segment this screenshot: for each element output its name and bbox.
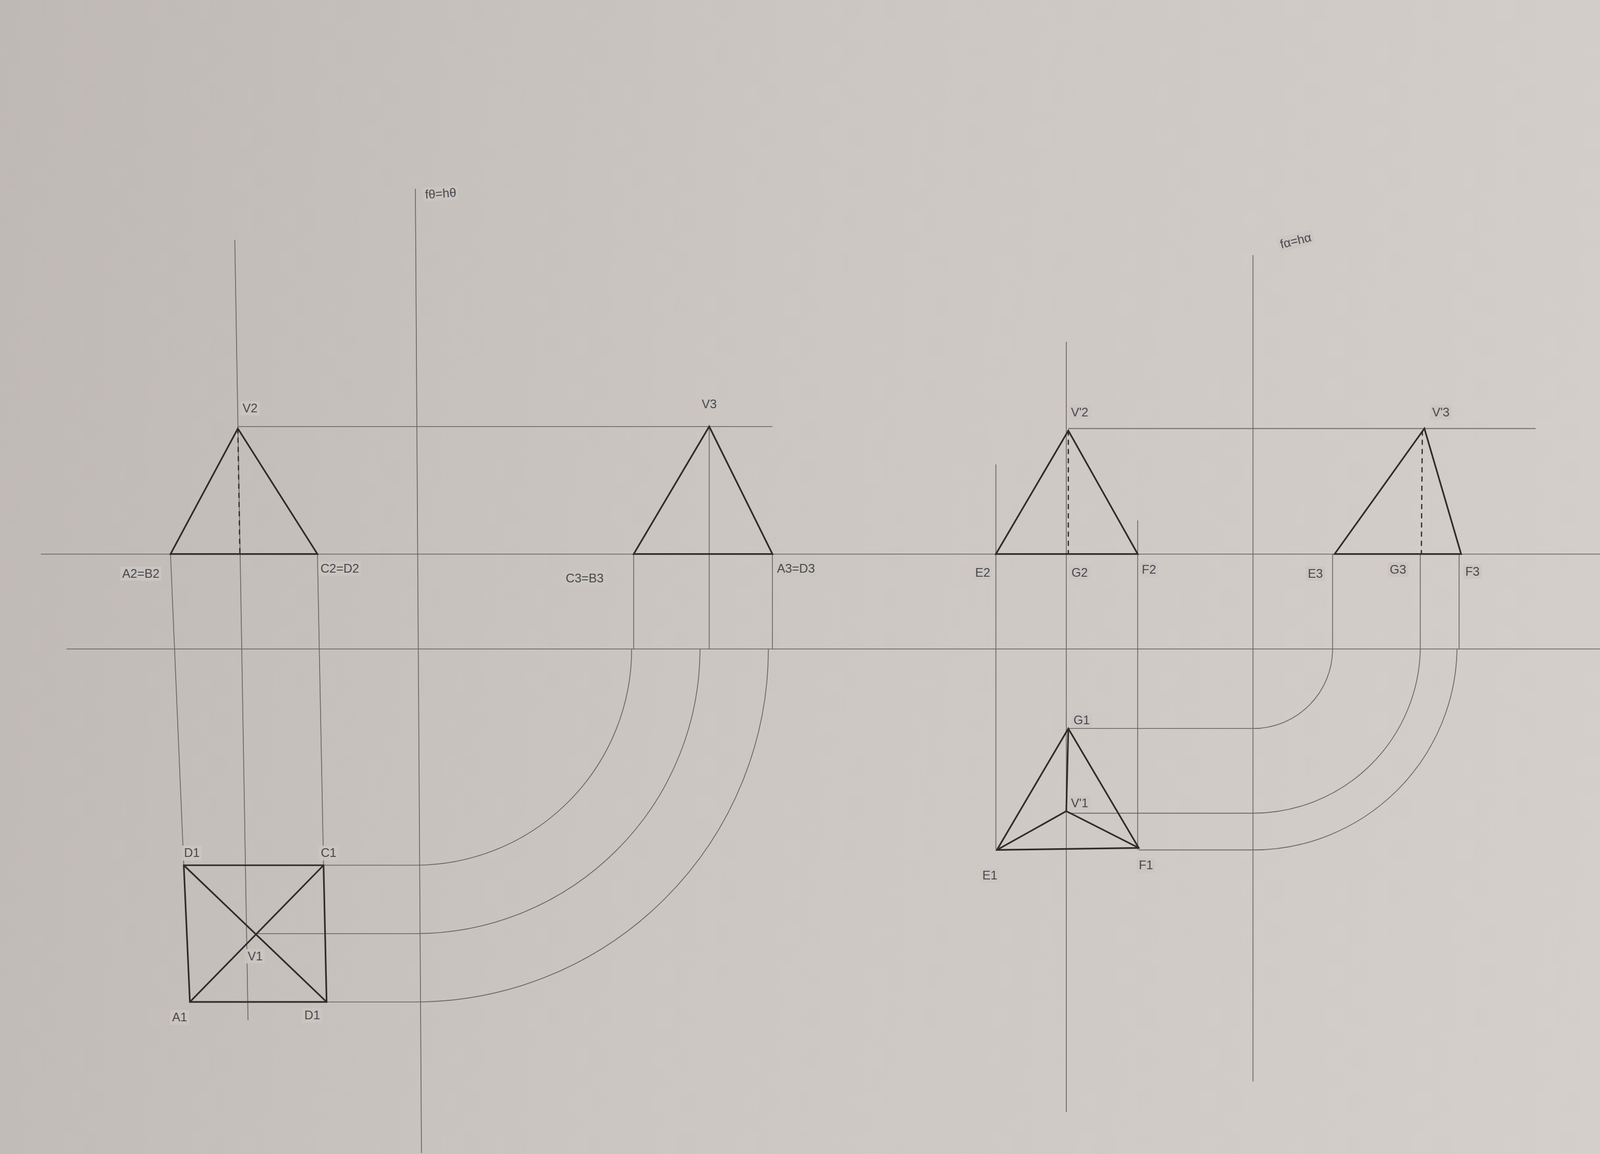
point-label: fα=hα xyxy=(1276,229,1316,252)
object-lines xyxy=(170,426,1462,1003)
point-label: A1 xyxy=(170,1009,189,1025)
point-label: A3=D3 xyxy=(774,561,817,576)
point-label: fθ=hθ xyxy=(422,185,459,203)
point-label: C2=D2 xyxy=(318,561,362,576)
point-label: D1 xyxy=(302,1007,323,1023)
point-label: F2 xyxy=(1139,562,1159,577)
construction-lines xyxy=(40,188,1600,1153)
point-label: E1 xyxy=(980,868,1000,883)
point-label: V'3 xyxy=(1429,405,1452,420)
point-label: G1 xyxy=(1071,712,1092,728)
point-label: V'2 xyxy=(1068,405,1091,420)
point-label: A2=B2 xyxy=(120,566,162,581)
point-label: V3 xyxy=(699,396,719,412)
point-label: G3 xyxy=(1387,562,1409,577)
point-label: F3 xyxy=(1463,564,1482,579)
point-label: E2 xyxy=(973,565,993,580)
point-label: C3=B3 xyxy=(563,571,606,586)
point-label: C1 xyxy=(318,845,339,860)
point-label: G2 xyxy=(1069,565,1090,580)
point-label: D1 xyxy=(181,845,202,860)
point-label: V1 xyxy=(245,949,265,964)
point-label: E3 xyxy=(1305,566,1325,581)
point-label: V2 xyxy=(240,401,260,416)
point-label: V'1 xyxy=(1068,795,1091,811)
point-label: F1 xyxy=(1136,857,1155,873)
